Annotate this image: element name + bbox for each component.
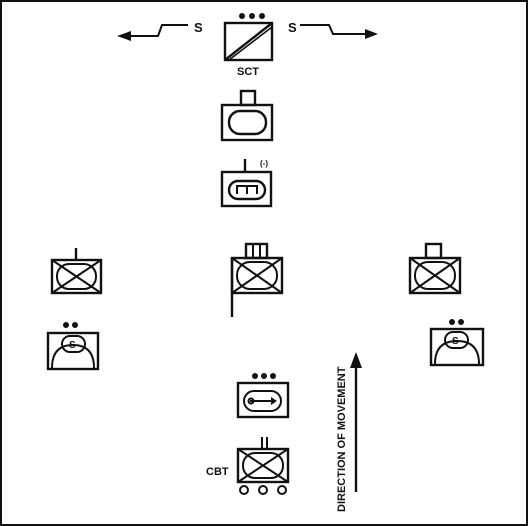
echelon-dot (252, 373, 258, 379)
echelon-dot (261, 373, 267, 379)
engineer-platoon-symbol (236, 373, 290, 419)
echelon-dot (72, 322, 78, 328)
screen-label-left: S (194, 20, 203, 35)
echelon-dot (249, 13, 255, 19)
wheel-icon (239, 485, 249, 495)
scout-screen-right: S (288, 20, 378, 39)
scout-section-letter-left: S (69, 340, 76, 351)
echelon-dot (449, 319, 455, 325)
scout-screen-left: S (117, 20, 203, 41)
wheel-icon (277, 485, 287, 495)
right-scout-section-symbol: S (429, 319, 485, 367)
echelon-dot (458, 319, 464, 325)
arrowhead-left-icon (117, 31, 131, 41)
combat-trains-label: CBT (206, 466, 229, 478)
mech-company-hq-symbol (220, 89, 274, 142)
echelon-dot (63, 322, 69, 328)
scout-unit-label: SCT (237, 66, 259, 78)
arrowhead-right-icon (365, 29, 378, 39)
screen-label-right: S (288, 20, 297, 35)
hq-designator: (-) (260, 159, 268, 168)
wheel-icon (258, 485, 268, 495)
echelon-dot (270, 373, 276, 379)
left-scout-section-symbol: S (46, 322, 100, 371)
left-mech-platoon-symbol (50, 248, 103, 295)
echelon-dot (239, 13, 245, 19)
arrowhead-up-icon (350, 352, 362, 368)
armor-hq-minus-symbol: (-) (220, 159, 273, 208)
center-command-company-symbol (230, 242, 284, 317)
echelon-dot (259, 13, 265, 19)
direction-of-movement-indicator: DIRECTION OF MOVEMENT (336, 352, 362, 512)
arrowhead-icon (271, 397, 277, 405)
right-mech-company-symbol (408, 242, 462, 295)
direction-label: DIRECTION OF MOVEMENT (336, 366, 348, 512)
scout-platoon-symbol: SCT (223, 13, 274, 78)
scout-section-letter-right: S (452, 336, 459, 347)
combat-trains-symbol: CBT (206, 437, 290, 495)
